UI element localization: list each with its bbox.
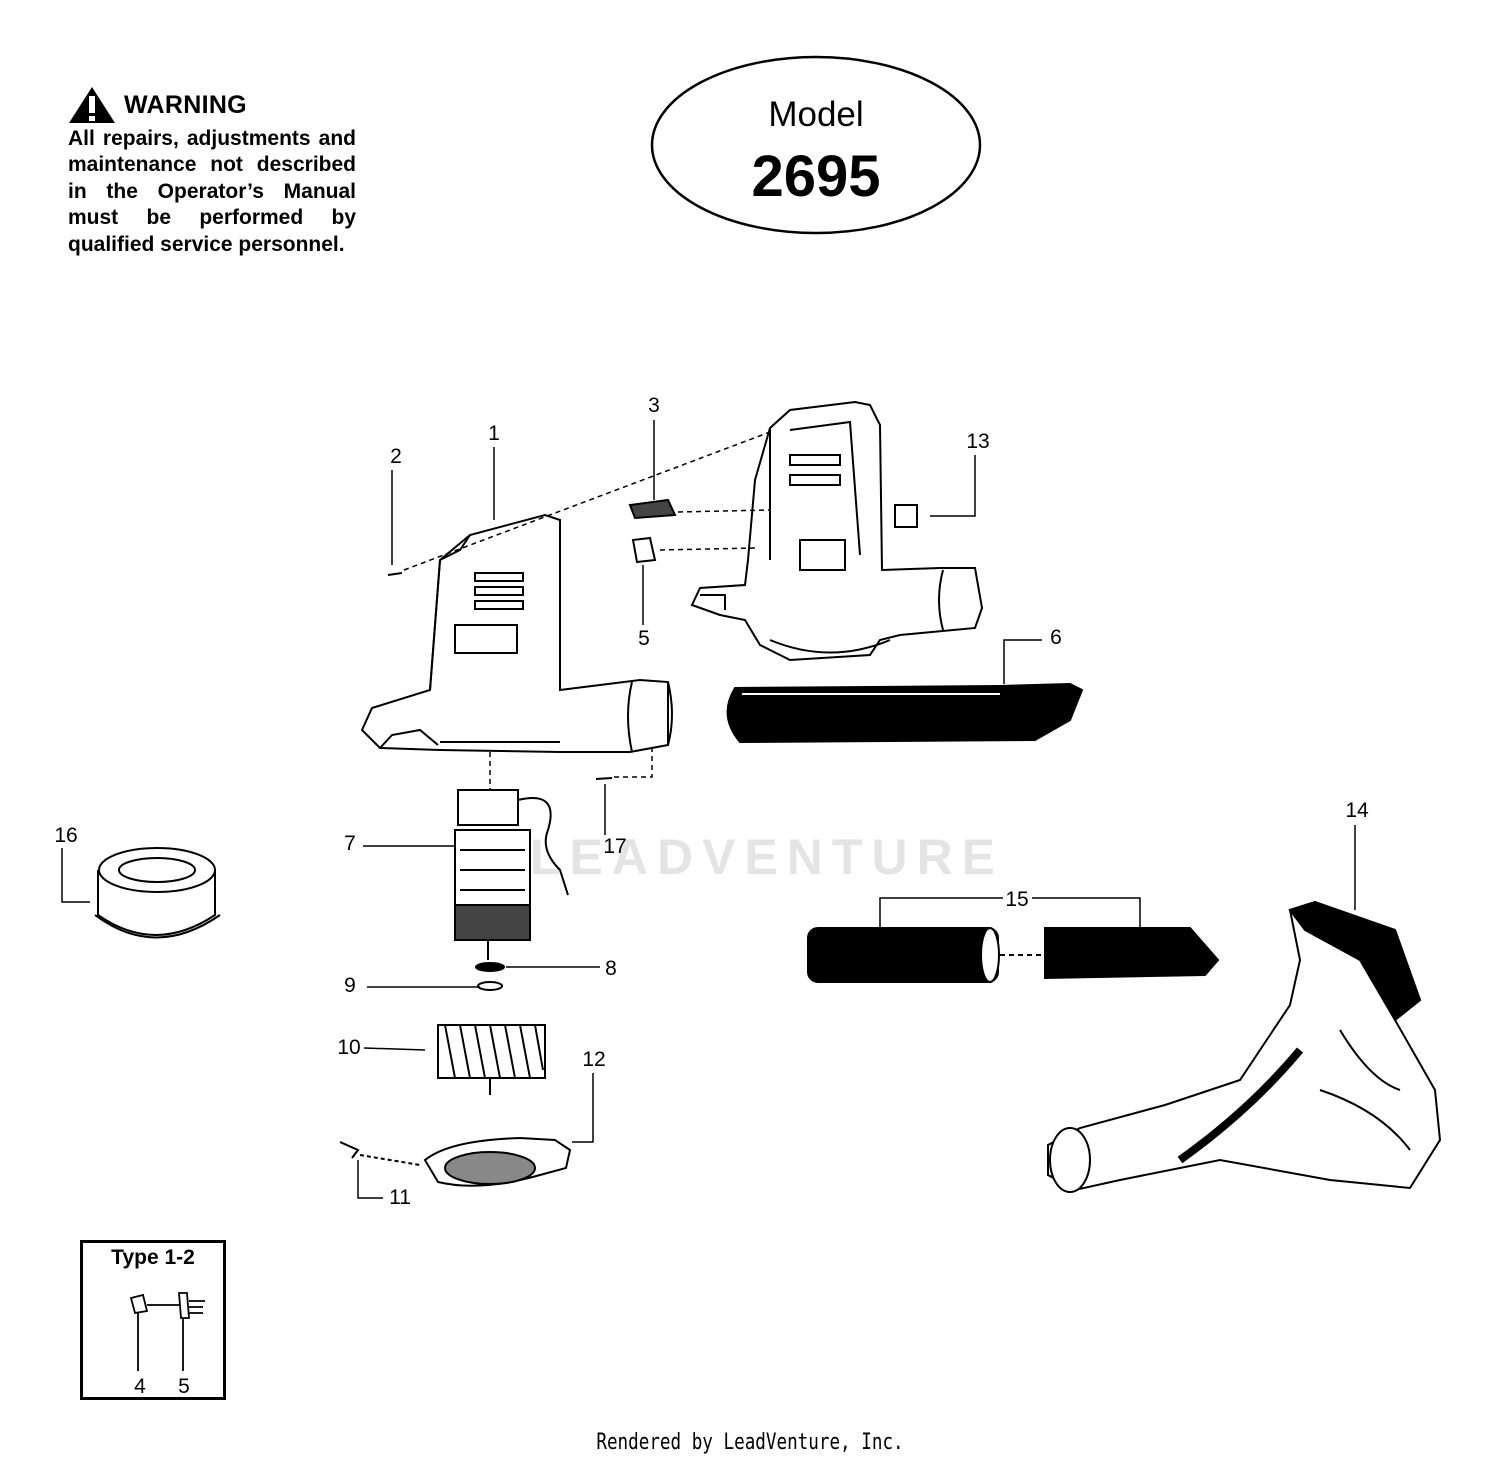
callout-1: 1 [488,422,500,445]
part-blower-tube[interactable] [726,682,1084,744]
callout-8: 8 [605,957,617,980]
part-housing-lower[interactable] [360,513,673,753]
part-screw-11[interactable] [339,1141,360,1159]
part-cord-connector[interactable] [631,536,657,564]
callout-17: 17 [603,835,627,858]
part-collection-bag[interactable] [1047,900,1442,1193]
warning-block: WARNING All repairs, adjustments and mai… [68,86,356,258]
callout-13: 13 [966,430,990,453]
type-inset-parts [129,1292,205,1371]
part-vacuum-tube-upper[interactable] [807,927,1000,983]
callout-3: 3 [648,394,660,417]
part-air-intake-cover[interactable] [423,1136,572,1187]
part-vacuum-tube-lower[interactable] [1044,927,1220,980]
callout-12: 12 [582,1048,606,1071]
warning-triangle-icon [69,87,115,123]
part-switch[interactable] [628,498,677,520]
part-fan[interactable] [437,1024,546,1095]
callout-16: 16 [54,824,78,847]
callout-7: 7 [344,832,356,855]
type-inset-box: Type 1-2 4 5 [80,1240,226,1400]
warning-header: WARNING [68,86,356,124]
callout-5-inset: 5 [178,1375,190,1398]
part-screw-17[interactable] [595,777,613,780]
part-washer-8[interactable] [475,962,505,972]
callout-14: 14 [1345,799,1369,822]
callout-15: 15 [1005,888,1029,911]
callout-11: 11 [389,1186,411,1209]
part-housing-upper[interactable] [690,400,984,662]
callout-10: 10 [337,1036,361,1059]
warning-text: All repairs, adjustments and maintenance… [68,127,356,256]
callout-5: 5 [638,627,650,650]
warning-title: WARNING [124,90,247,119]
model-number: 2695 [751,144,881,209]
part-cord-connector-type-1-2 [178,1292,190,1319]
type-inset-title: Type 1-2 [111,1246,195,1269]
callout-6: 6 [1050,626,1062,649]
part-adapter-ring[interactable] [94,847,221,939]
part-switch-type-1-2 [129,1293,149,1315]
watermark: LEADVENTURE [530,829,1005,885]
part-screw-2[interactable] [387,572,403,576]
callout-2: 2 [390,445,402,468]
callout-9: 9 [344,974,356,997]
callout-4: 4 [134,1375,146,1398]
model-label: Model [768,95,864,134]
footer-credit: Rendered by LeadVenture, Inc. [596,1430,904,1455]
model-badge: Model 2695 [650,55,982,235]
model-ellipse [650,55,982,235]
part-motor[interactable] [454,789,569,960]
part-washer-9[interactable] [477,981,503,991]
